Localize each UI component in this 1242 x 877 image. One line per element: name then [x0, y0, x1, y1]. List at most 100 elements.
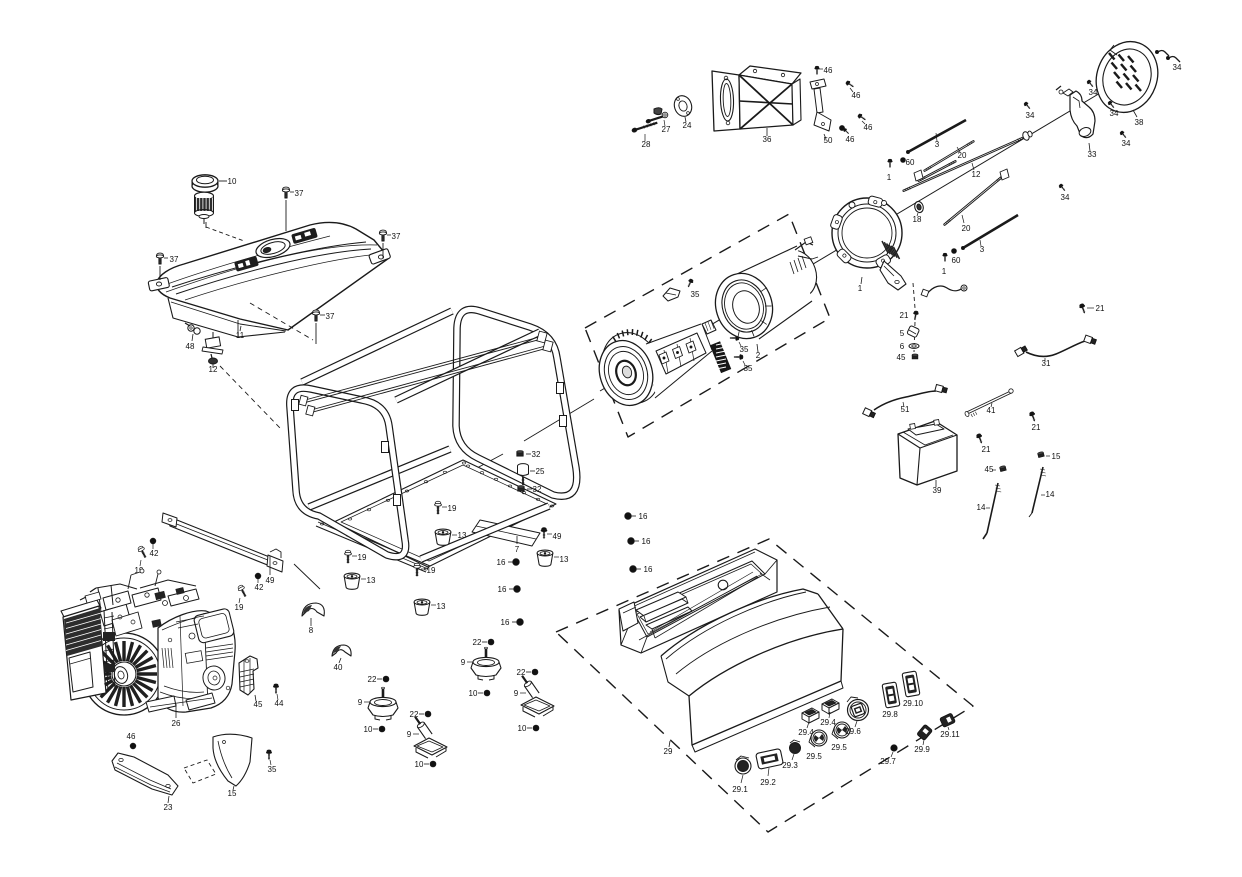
svg-text:23: 23 [164, 803, 173, 812]
svg-text:2: 2 [756, 351, 761, 360]
svg-text:19: 19 [427, 566, 436, 575]
svg-text:46: 46 [824, 66, 833, 75]
svg-text:34: 34 [1110, 109, 1119, 118]
svg-text:22: 22 [473, 638, 482, 647]
svg-text:22: 22 [368, 675, 377, 684]
svg-text:10: 10 [469, 689, 478, 698]
svg-text:21: 21 [1096, 304, 1105, 313]
svg-text:29.7: 29.7 [880, 757, 896, 766]
svg-text:10: 10 [518, 724, 527, 733]
svg-text:16: 16 [501, 618, 510, 627]
svg-text:13: 13 [458, 531, 467, 540]
svg-text:24: 24 [683, 121, 692, 130]
svg-text:45: 45 [985, 465, 994, 474]
svg-text:3: 3 [935, 140, 940, 149]
svg-text:19: 19 [448, 504, 457, 513]
svg-text:29.5: 29.5 [806, 752, 822, 761]
svg-text:16: 16 [497, 558, 506, 567]
svg-text:35: 35 [268, 765, 277, 774]
svg-text:1: 1 [887, 173, 892, 182]
svg-text:29.8: 29.8 [882, 710, 898, 719]
svg-text:21: 21 [1032, 423, 1041, 432]
svg-text:25: 25 [536, 467, 545, 476]
svg-text:28: 28 [642, 140, 651, 149]
svg-text:10: 10 [228, 177, 237, 186]
svg-text:49: 49 [266, 576, 275, 585]
svg-text:9: 9 [514, 689, 519, 698]
svg-text:46: 46 [127, 732, 136, 741]
svg-text:10: 10 [364, 725, 373, 734]
svg-text:26: 26 [172, 719, 181, 728]
svg-text:6: 6 [900, 342, 905, 351]
svg-text:34: 34 [1061, 193, 1070, 202]
svg-text:29.5: 29.5 [831, 743, 847, 752]
svg-text:27: 27 [662, 125, 671, 134]
svg-text:48: 48 [186, 342, 195, 351]
svg-text:20: 20 [962, 224, 971, 233]
svg-text:16: 16 [644, 565, 653, 574]
svg-text:22: 22 [410, 710, 419, 719]
svg-text:14: 14 [1046, 490, 1055, 499]
svg-text:29.11: 29.11 [940, 730, 960, 739]
svg-text:3: 3 [980, 245, 985, 254]
svg-text:29.2: 29.2 [760, 778, 776, 787]
svg-text:19: 19 [235, 603, 244, 612]
svg-text:29.9: 29.9 [914, 745, 930, 754]
svg-text:39: 39 [933, 486, 942, 495]
svg-text:29.3: 29.3 [782, 761, 798, 770]
svg-text:7: 7 [515, 545, 520, 554]
svg-text:29.6: 29.6 [845, 727, 861, 736]
svg-text:37: 37 [392, 232, 401, 241]
svg-text:21: 21 [900, 311, 909, 320]
svg-text:44: 44 [275, 699, 284, 708]
svg-text:14: 14 [977, 503, 986, 512]
svg-text:13: 13 [367, 576, 376, 585]
svg-text:60: 60 [906, 158, 915, 167]
svg-text:32: 32 [533, 485, 542, 494]
svg-text:49: 49 [553, 532, 562, 541]
svg-text:21: 21 [982, 445, 991, 454]
svg-text:1: 1 [942, 267, 947, 276]
svg-text:16: 16 [639, 512, 648, 521]
svg-text:34: 34 [1026, 111, 1035, 120]
svg-text:34: 34 [1089, 88, 1098, 97]
svg-text:16: 16 [498, 585, 507, 594]
svg-text:32: 32 [532, 450, 541, 459]
svg-text:36: 36 [763, 135, 772, 144]
svg-text:46: 46 [864, 123, 873, 132]
svg-text:37: 37 [295, 189, 304, 198]
svg-text:45: 45 [897, 353, 906, 362]
svg-text:38: 38 [1135, 118, 1144, 127]
svg-text:29.4: 29.4 [820, 718, 836, 727]
svg-text:35: 35 [691, 290, 700, 299]
svg-text:46: 46 [852, 91, 861, 100]
svg-text:51: 51 [901, 405, 910, 414]
svg-text:15: 15 [1052, 452, 1061, 461]
svg-text:19: 19 [358, 553, 367, 562]
svg-text:29: 29 [664, 747, 673, 756]
svg-text:5: 5 [900, 329, 905, 338]
svg-text:15: 15 [228, 789, 237, 798]
svg-text:35: 35 [740, 345, 749, 354]
svg-text:42: 42 [150, 549, 159, 558]
svg-text:12: 12 [972, 170, 981, 179]
svg-text:11: 11 [236, 331, 245, 340]
svg-text:13: 13 [437, 602, 446, 611]
svg-text:31: 31 [1042, 359, 1051, 368]
svg-text:13: 13 [560, 555, 569, 564]
svg-text:16: 16 [642, 537, 651, 546]
svg-text:9: 9 [358, 698, 363, 707]
svg-text:33: 33 [1088, 150, 1097, 159]
svg-text:34: 34 [1122, 139, 1131, 148]
svg-text:18: 18 [913, 215, 922, 224]
svg-text:41: 41 [987, 406, 996, 415]
svg-text:42: 42 [255, 583, 264, 592]
svg-text:37: 37 [326, 312, 335, 321]
svg-text:37: 37 [170, 255, 179, 264]
svg-text:35: 35 [744, 364, 753, 373]
svg-text:22: 22 [517, 668, 526, 677]
svg-text:9: 9 [407, 730, 412, 739]
svg-text:9: 9 [461, 658, 466, 667]
svg-text:29.10: 29.10 [903, 699, 924, 708]
svg-text:46: 46 [846, 135, 855, 144]
